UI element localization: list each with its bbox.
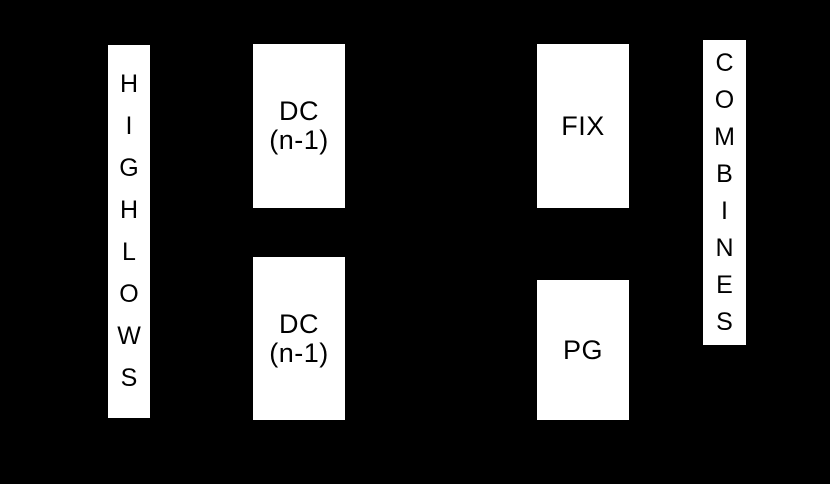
node-combines-letter-2: M	[714, 122, 735, 151]
node-dc-bottom[interactable]: DC (n-1)	[253, 257, 345, 420]
node-combines-letter-6: E	[716, 270, 733, 299]
node-combines[interactable]: C O M B I N E S	[703, 40, 746, 345]
node-highlows-letter-0: H	[119, 70, 139, 98]
node-dc-top-line-1: DC	[279, 96, 319, 126]
node-highlows-letter-5: O	[119, 280, 139, 308]
node-highlows-letter-2: G	[119, 154, 139, 182]
node-highlows-letter-6: W	[117, 322, 141, 350]
node-combines-letter-1: O	[714, 85, 735, 114]
node-highlows[interactable]: H I G H L O W S	[108, 45, 150, 418]
node-combines-label-stack: C O M B I N E S	[703, 40, 746, 345]
node-fix[interactable]: FIX	[537, 44, 629, 208]
node-pg-label: PG	[562, 334, 603, 365]
node-dc-bottom-line-1: DC	[279, 308, 319, 339]
node-highlows-letter-4: L	[122, 238, 136, 266]
node-combines-letter-4: I	[721, 196, 728, 225]
node-dc-bottom-line-2: (n-1)	[269, 337, 329, 368]
node-pg[interactable]: PG	[537, 280, 629, 420]
node-combines-letter-5: N	[715, 233, 734, 262]
node-dc-top-line-2: (n-1)	[269, 125, 329, 155]
node-combines-letter-3: B	[716, 159, 733, 188]
node-highlows-label-stack: H I G H L O W S	[108, 45, 150, 418]
node-combines-letter-0: C	[715, 48, 734, 77]
node-dc-top[interactable]: DC (n-1)	[253, 44, 345, 208]
node-highlows-letter-7: S	[120, 364, 138, 392]
node-combines-letter-7: S	[716, 307, 733, 336]
node-highlows-letter-1: I	[125, 112, 133, 140]
node-highlows-letter-3: H	[119, 196, 139, 224]
node-fix-label: FIX	[561, 110, 605, 141]
